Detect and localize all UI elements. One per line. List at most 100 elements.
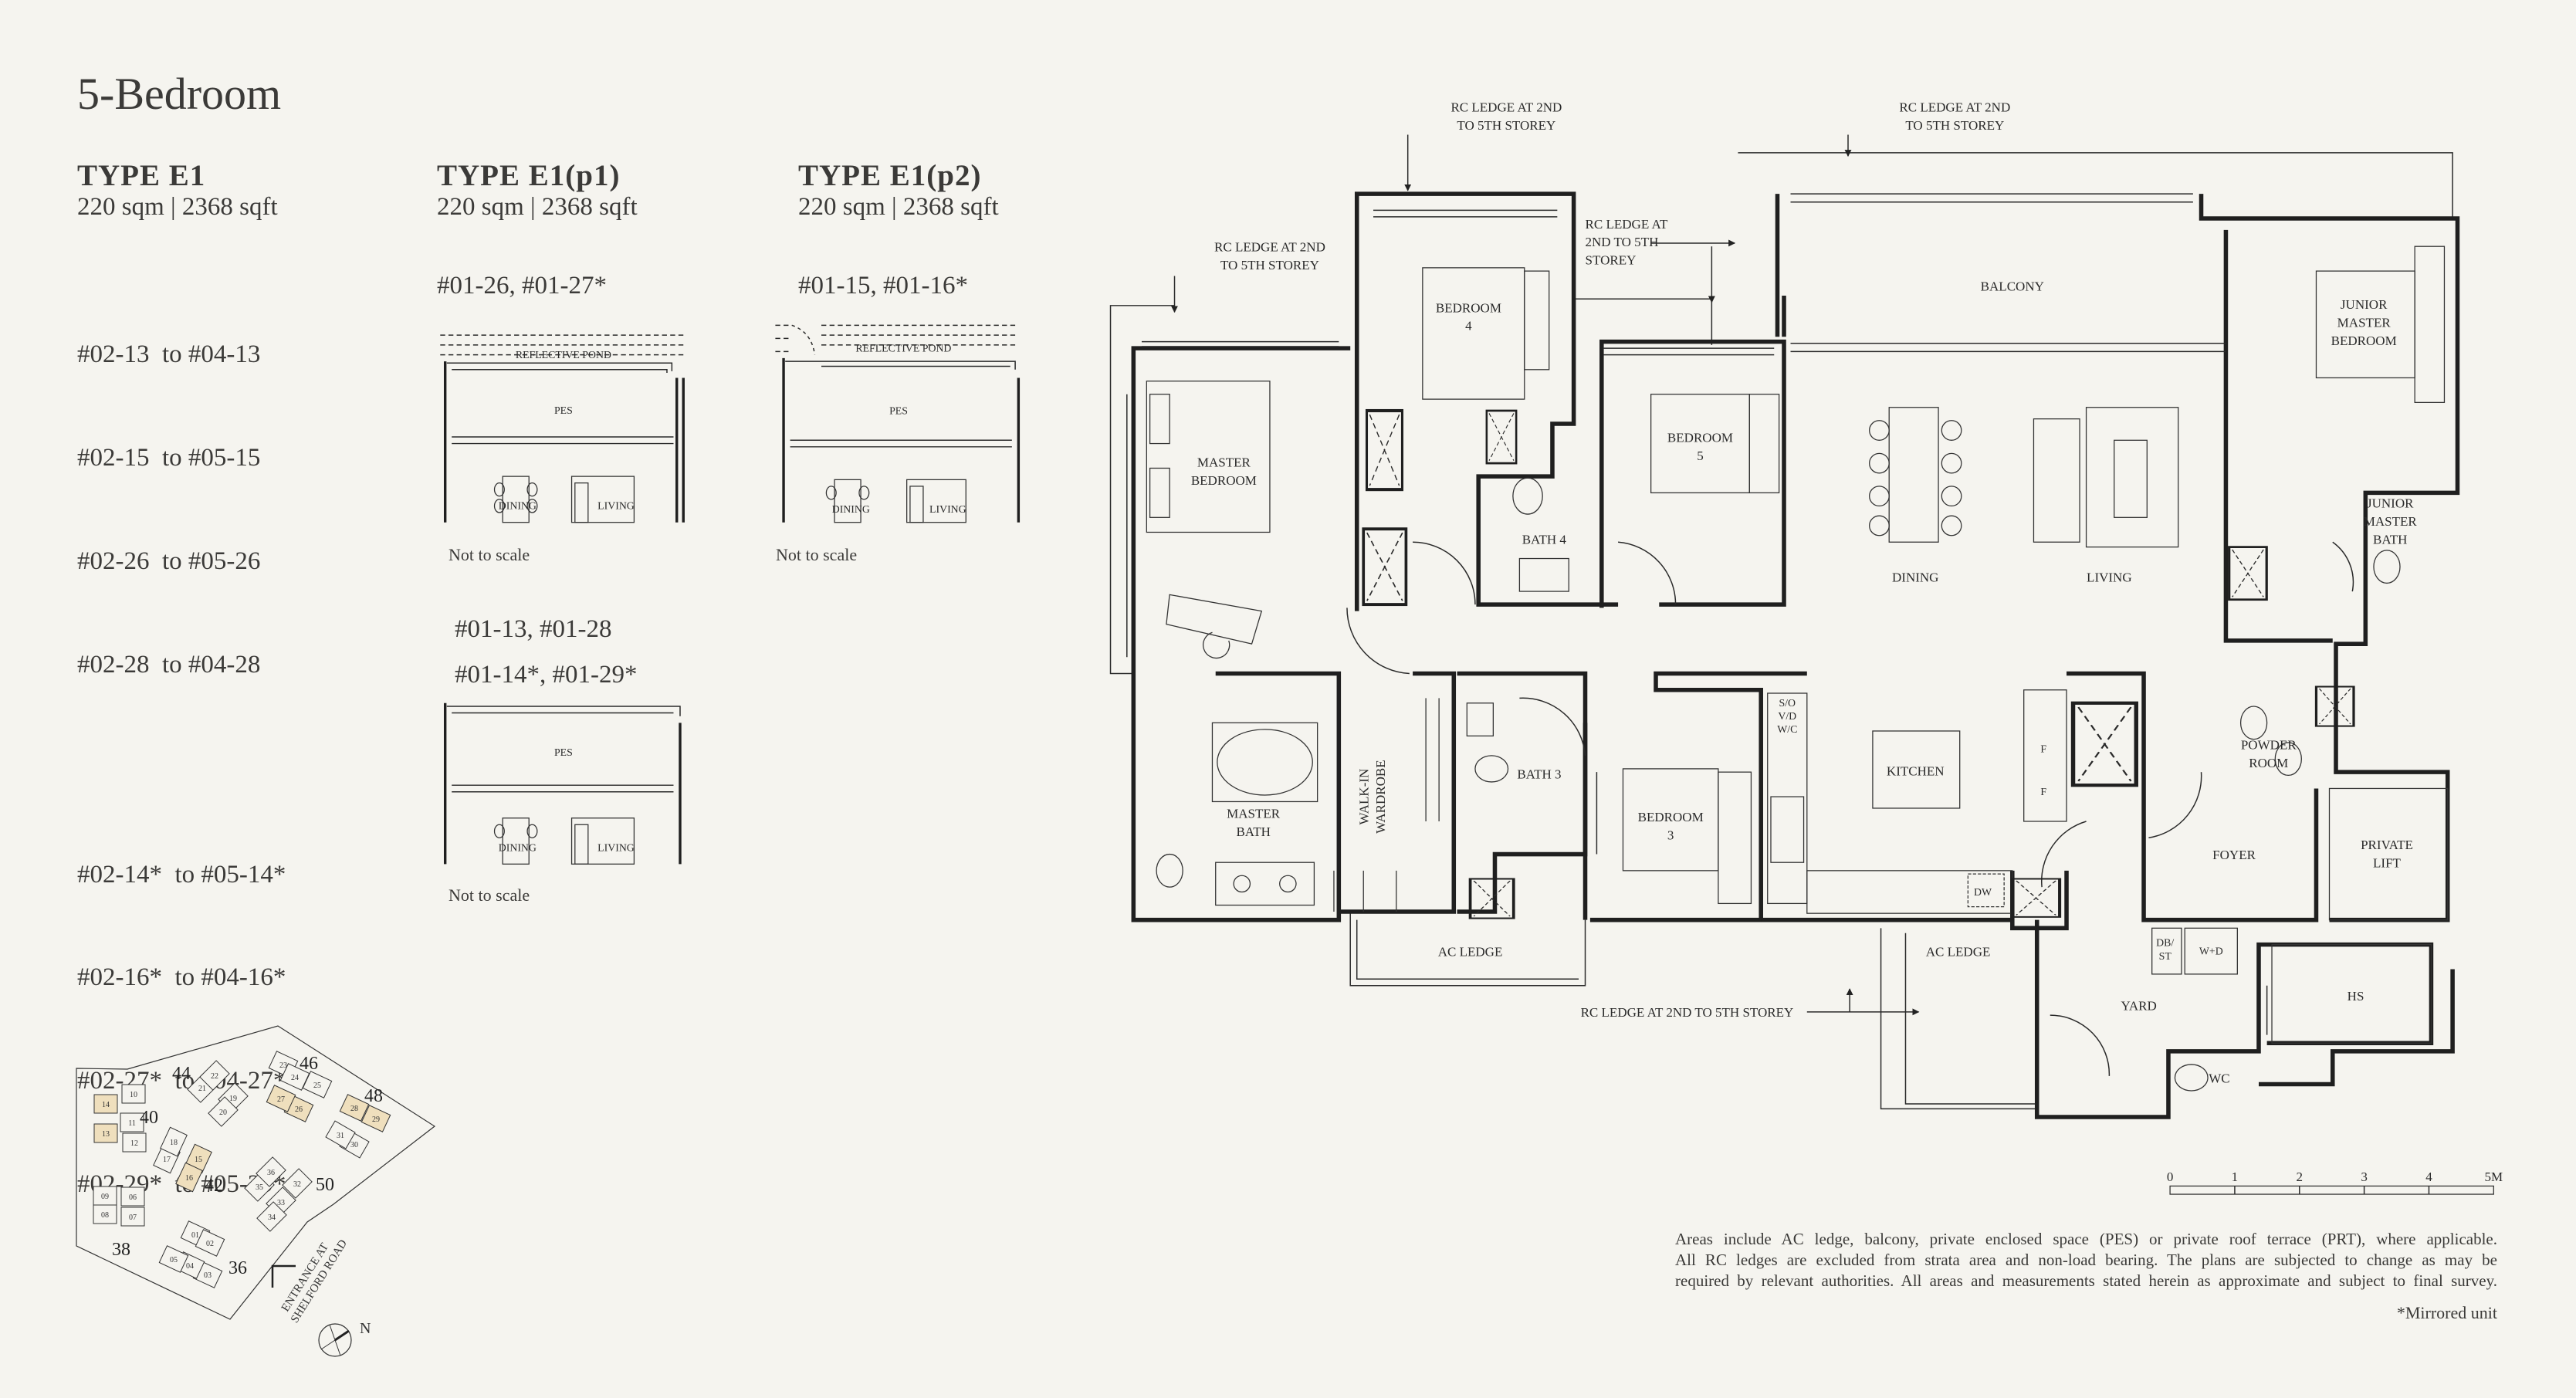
disclaimer-line: required by relevant authorities. All ar…: [1675, 1271, 2497, 1290]
site-unit-footprint: [256, 1201, 287, 1232]
site-unit-footprint: [160, 1126, 188, 1157]
type-name: TYPE E1: [77, 159, 206, 192]
walls: [1131, 191, 2460, 1119]
type-e1-unit-list: #02-13 to #04-13 #02-15 to #05-15 #02-26…: [77, 269, 286, 1236]
reflective-pond: REFLECTIVE POND: [440, 334, 684, 361]
doors: [1346, 541, 2354, 1076]
page-title: 5-Bedroom: [77, 69, 282, 119]
site-map: 0102030405060708091011121314151617181920…: [76, 1025, 436, 1357]
site-block-number: 36: [228, 1258, 247, 1278]
site-unit-footprint: [120, 1186, 145, 1207]
site-unit: 34: [256, 1201, 287, 1232]
reflective-pond: REFLECTIVE POND: [775, 324, 1019, 355]
site-unit-number: 09: [101, 1193, 109, 1201]
site-unit: 16: [175, 1162, 203, 1193]
site-unit-number: 19: [229, 1095, 237, 1103]
site-unit: 12: [122, 1132, 147, 1153]
site-unit: 24: [279, 1063, 310, 1091]
type-area: 220 sqm | 2368 sqft: [437, 193, 638, 221]
site-unit: 08: [93, 1204, 117, 1224]
site-unit-number: 04: [186, 1262, 194, 1271]
rc-ledge-label: RC LEDGE AT 2ND TO 5TH STOREY: [1581, 1005, 1794, 1020]
site-unit-number: 27: [277, 1095, 285, 1104]
site-unit-number: 35: [256, 1183, 263, 1192]
site-unit-number: 10: [130, 1091, 137, 1099]
site-unit-number: 25: [313, 1082, 321, 1090]
site-unit-highlighted: [361, 1105, 391, 1132]
unit-list: #01-14*, #01-29*: [455, 661, 638, 689]
site-unit: 11: [120, 1112, 144, 1132]
site-unit: 25: [302, 1071, 333, 1098]
site-unit: 36: [256, 1156, 286, 1187]
site-unit: 06: [120, 1186, 145, 1207]
type-area: 220 sqm | 2368 sqft: [798, 193, 999, 221]
type-e1p2-header: TYPE E1(p2) 220 sqm | 2368 sqft: [798, 158, 999, 222]
scale-tick-label: 5M: [2484, 1170, 2503, 1184]
fridge-label: F: [2040, 743, 2046, 755]
scale-tick-label: 0: [2167, 1170, 2174, 1184]
dining-label: DINING: [499, 841, 537, 853]
north-compass-icon: [318, 1323, 352, 1357]
type-e1p1-units: #01-26, #01-27*: [437, 272, 607, 300]
site-block-number: 46: [300, 1054, 318, 1074]
db-st-label: DB/ST: [2156, 937, 2174, 962]
shower-boxes: [1362, 411, 2355, 920]
fridge-label: F: [2040, 786, 2046, 797]
site-unit-number: 06: [129, 1193, 137, 1202]
site-unit-number: 26: [295, 1105, 303, 1114]
sofa: [2033, 418, 2080, 543]
site-unit-footprint: [120, 1112, 144, 1132]
site-unit-number: 16: [185, 1174, 193, 1183]
site-unit-number: 18: [170, 1139, 178, 1147]
site-unit-number: 07: [129, 1214, 137, 1222]
site-unit-number: 02: [206, 1240, 214, 1248]
room-label-balcony: BALCONY: [1981, 279, 2044, 294]
site-unit: 09: [93, 1186, 117, 1206]
site-unit-footprint: [208, 1096, 239, 1127]
site-block-number: 44: [172, 1064, 191, 1084]
site-unit-footprint: [93, 1186, 117, 1206]
site-boundary: [76, 1025, 436, 1320]
disclaimer-line: All RC ledges are excluded from strata a…: [1675, 1251, 2497, 1269]
type-e1p2-extra-units: #01-13, #01-28 #01-14*, #01-29*: [455, 607, 637, 698]
type-e1p1-header: TYPE E1(p1) 220 sqm | 2368 sqft: [437, 158, 638, 222]
dining-label: DINING: [832, 503, 870, 515]
rug: [2085, 407, 2179, 548]
unit-range: #02-13 to #04-13: [77, 340, 261, 369]
site-unit-number: 11: [128, 1119, 136, 1128]
room-label-living: LIVING: [2087, 570, 2132, 584]
site-unit-number: 03: [204, 1271, 212, 1280]
site-unit: 18: [160, 1126, 188, 1157]
site-unit-footprint: [325, 1120, 356, 1149]
rc-ledge-arrows: [1171, 134, 1920, 1016]
site-unit-number: 32: [293, 1180, 301, 1189]
unit-range: #02-28 to #04-28: [77, 650, 261, 679]
dishwasher-label: DW: [1974, 886, 1992, 898]
north-label: N: [360, 1320, 371, 1337]
site-unit-footprint: [158, 1245, 189, 1273]
site-unit-highlighted: [339, 1094, 370, 1122]
site-unit-number: 14: [102, 1101, 110, 1109]
site-unit-footprint: [302, 1071, 333, 1098]
site-unit-footprint: [195, 1229, 225, 1257]
entrance-arrow-icon: [271, 1264, 296, 1288]
site-unit: 07: [120, 1207, 145, 1227]
unit-range: #02-15 to #05-15: [77, 443, 261, 472]
kitchen-island: [1872, 730, 1961, 809]
site-unit: 28: [339, 1094, 370, 1122]
site-unit-footprint: [120, 1207, 145, 1227]
unit-range: #02-29* to #05-29*: [77, 1170, 286, 1198]
type-area: 220 sqm | 2368 sqft: [77, 193, 278, 221]
site-unit-highlighted: [93, 1123, 118, 1143]
site-block-number: 48: [364, 1086, 383, 1106]
not-to-scale-note: Not to scale: [776, 545, 858, 564]
site-unit-number: 05: [170, 1256, 178, 1264]
